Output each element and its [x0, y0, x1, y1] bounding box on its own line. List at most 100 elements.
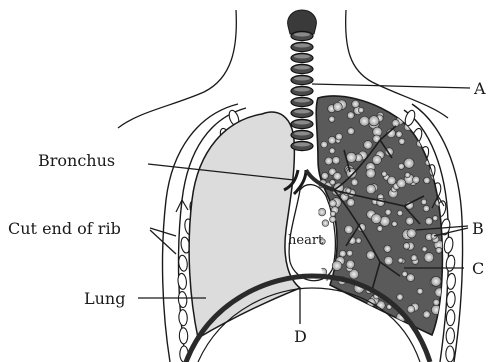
alveolus: [431, 233, 437, 239]
alveolus: [333, 172, 341, 180]
alveolus: [423, 205, 429, 211]
alveolus: [351, 179, 358, 186]
alveolus: [352, 100, 360, 108]
alveolus: [356, 238, 362, 244]
alveolus: [406, 217, 414, 225]
rib-segment: [446, 328, 455, 344]
alveolus: [360, 116, 370, 126]
alveolus: [382, 171, 387, 176]
alveolus: [407, 305, 415, 313]
alveolus: [372, 155, 381, 164]
alveolus: [431, 276, 441, 286]
alveolus: [366, 251, 375, 260]
alveolus: [318, 317, 326, 325]
alveolus: [424, 177, 430, 183]
alveolus: [329, 216, 335, 222]
alveolus: [387, 176, 395, 184]
neck-left-outline: [118, 10, 236, 128]
alveolus: [392, 221, 397, 226]
trachea-ring-highlight: [294, 44, 310, 48]
alveolus: [358, 316, 367, 325]
trachea-ring-highlight: [294, 55, 310, 59]
label-lung: Lung: [84, 289, 125, 308]
alveolus: [328, 136, 336, 144]
trachea-ring-highlight: [294, 121, 310, 125]
alveolus: [402, 271, 408, 277]
alveolus: [433, 216, 438, 221]
alveolus: [384, 245, 391, 252]
alveolus: [433, 299, 439, 305]
alveolus: [347, 112, 354, 119]
alveolus: [422, 247, 427, 252]
label-cut-end-of-rib: Cut end of rib: [8, 219, 121, 238]
alveolus: [323, 307, 333, 317]
alveolus: [327, 295, 335, 303]
alveolus: [437, 104, 442, 109]
trachea-ring-highlight: [294, 88, 310, 92]
alveolus: [329, 116, 335, 122]
alveolus: [436, 247, 442, 253]
alveolus: [329, 200, 336, 207]
rib-segment: [443, 237, 454, 254]
label-d: D: [294, 327, 307, 346]
rib-segment: [178, 255, 188, 272]
alveolus: [348, 128, 355, 135]
alveolus: [329, 148, 335, 154]
alveolus: [322, 220, 329, 227]
rib-segment: [445, 255, 455, 272]
alveolus: [332, 261, 342, 271]
alveolus: [347, 198, 355, 206]
alveolus: [404, 158, 414, 168]
alveolus: [364, 141, 373, 150]
trachea-ring-highlight: [294, 132, 310, 136]
trachea-ring-highlight: [294, 66, 310, 70]
alveolus: [330, 211, 335, 216]
alveolus: [421, 199, 427, 205]
alveolus: [332, 299, 341, 308]
alveolus: [346, 260, 354, 268]
alveolus: [425, 124, 432, 131]
alveolus: [417, 288, 423, 294]
label-heart: heart: [288, 233, 324, 248]
alveolus: [431, 101, 438, 108]
rib-segment: [178, 309, 187, 325]
alveolus: [405, 172, 410, 177]
alveolus: [412, 176, 419, 183]
label-a: A: [473, 79, 486, 98]
alveolus: [399, 138, 405, 144]
alveolus: [358, 107, 364, 113]
alveolus: [435, 288, 444, 297]
alveolus: [366, 169, 375, 178]
rib-segment: [446, 309, 455, 325]
alveolus: [423, 311, 430, 318]
rib-segment: [446, 346, 454, 362]
label-b: B: [472, 219, 484, 238]
trachea-ring-highlight: [294, 143, 310, 147]
alveolus: [345, 225, 353, 233]
trachea-ring-highlight: [294, 99, 310, 103]
alveolus: [339, 250, 346, 257]
alveolus: [321, 141, 328, 148]
alveolus: [371, 314, 381, 324]
alveolus: [397, 294, 403, 300]
alveolus: [346, 168, 356, 178]
alveolus: [366, 184, 375, 193]
alveolus: [397, 179, 406, 188]
alveolus: [385, 209, 391, 215]
alveolus: [425, 218, 432, 225]
alveolus: [398, 163, 404, 169]
label-bronchus: Bronchus: [38, 151, 115, 170]
alveolus: [377, 226, 383, 232]
alveolus: [330, 179, 336, 185]
alveolus: [369, 116, 379, 126]
leader-a: [312, 84, 470, 88]
right-lung: [189, 112, 300, 338]
alveolus: [407, 229, 416, 238]
alveolus: [384, 256, 393, 265]
alveolus: [325, 157, 333, 165]
alveolus: [397, 210, 403, 216]
alveolus: [321, 172, 328, 179]
alveolus: [328, 306, 334, 312]
alveolus: [333, 102, 342, 111]
